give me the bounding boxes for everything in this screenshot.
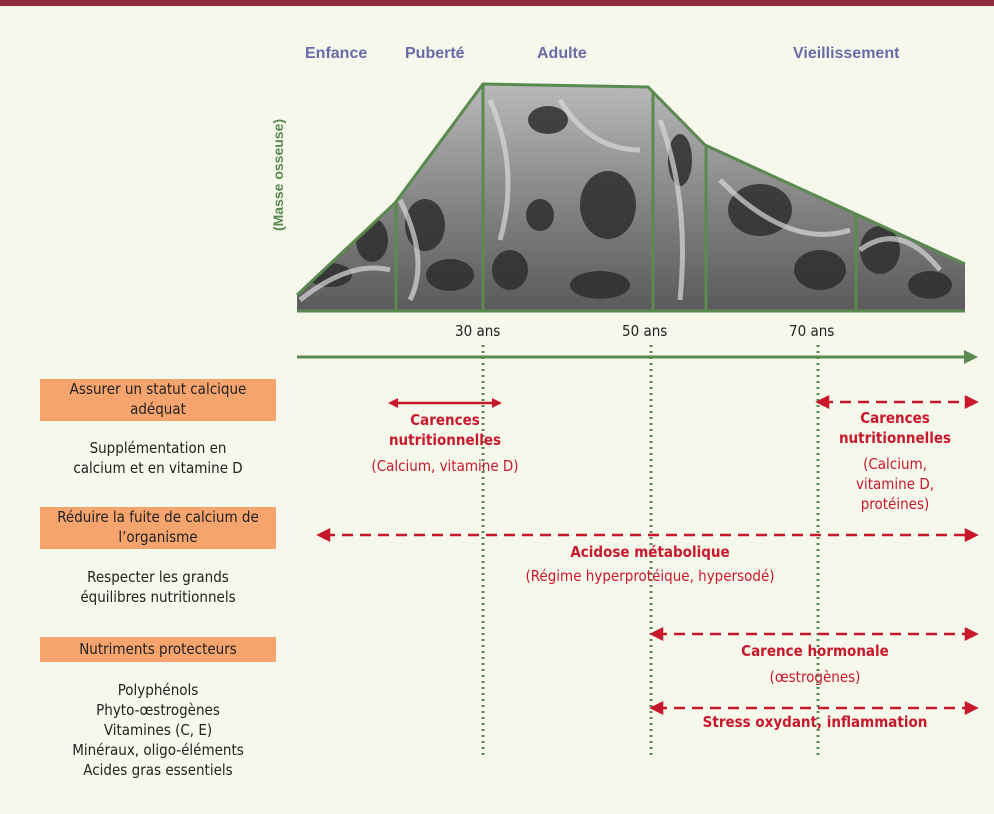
annotation-sub: (œstrogènes) xyxy=(769,668,861,686)
text-line: Polyphénols xyxy=(117,681,199,699)
carences2-arrow-right-icon xyxy=(964,394,979,410)
annotation-sub: (Calcium, xyxy=(863,455,927,473)
tick-70: 70 ans xyxy=(789,322,835,340)
tick-50: 50 ans xyxy=(622,322,668,340)
annotation-title: Stress oxydant, inflammation xyxy=(702,713,928,731)
annotation-title: nutritionnelles xyxy=(838,429,952,447)
text-supplementation: Supplémentation en calcium et en vitamin… xyxy=(40,438,276,478)
tick-30: 30 ans xyxy=(455,322,501,340)
text-nutriments-list: Polyphénols Phyto-œstrogènes Vitamines (… xyxy=(20,680,296,780)
text-line: Vitamines (C, E) xyxy=(103,721,213,739)
phase-adulte: Adulte xyxy=(537,45,587,62)
stress-arrow-right-icon xyxy=(964,700,979,716)
annotation-sub: (Régime hyperprotéique, hypersodé) xyxy=(525,567,775,585)
top-bar xyxy=(0,0,994,6)
annotation-title: Carences xyxy=(860,409,930,427)
phase-enfance: Enfance xyxy=(305,45,368,62)
age-guides xyxy=(481,345,820,756)
annotation-title: nutritionnelles xyxy=(388,431,502,449)
text-line: calcium et en vitamine D xyxy=(73,459,243,477)
annotation-stress: Stress oxydant, inflammation xyxy=(660,712,970,732)
annotation-title: Carence hormonale xyxy=(741,642,889,660)
carences2-arrow-left-icon xyxy=(815,394,830,410)
box-fuite-calcium: Réduire la fuite de calcium de l’organis… xyxy=(40,507,276,549)
text-line: Minéraux, oligo-éléments xyxy=(72,741,244,759)
text-line: Respecter les grands xyxy=(87,568,229,586)
text-line: Acides gras essentiels xyxy=(83,761,233,779)
annotation-carences-1: Carences nutritionnelles (Calcium, vitam… xyxy=(340,410,550,476)
annotation-sub: protéines) xyxy=(860,495,930,513)
carences1-arrow xyxy=(388,398,502,408)
annotation-acidose: Acidose métabolique (Régime hyperprotéiq… xyxy=(440,542,860,586)
annotation-sub: vitamine D, xyxy=(855,475,934,493)
text-line: équilibres nutritionnels xyxy=(80,588,236,606)
bone-mass-curve xyxy=(295,82,966,297)
acidose-arrow-left-icon xyxy=(316,527,331,543)
axis-arrowhead-icon xyxy=(964,350,978,364)
acidose-arrow-right-icon xyxy=(964,527,979,543)
annotation-title: Acidose métabolique xyxy=(570,543,730,561)
bone-mass-image xyxy=(297,84,965,311)
box-nutriments: Nutriments protecteurs xyxy=(40,637,276,662)
phase-puberte: Puberté xyxy=(405,45,465,62)
hormonale-arrow-right-icon xyxy=(964,626,979,642)
phase-vieillissement: Vieillissement xyxy=(793,45,900,62)
annotation-carences-2: Carences nutritionnelles (Calcium, vitam… xyxy=(820,408,970,514)
annotation-hormonale: Carence hormonale (œstrogènes) xyxy=(660,641,970,687)
age-axis xyxy=(297,350,978,364)
box-statut-calcique: Assurer un statut calcique adéquat xyxy=(40,379,276,421)
annotation-sub: (Calcium, vitamine D) xyxy=(371,457,519,475)
text-equilibres: Respecter les grands équilibres nutritio… xyxy=(40,567,276,607)
annotation-title: Carences xyxy=(410,411,480,429)
hormonale-arrow-left-icon xyxy=(649,626,664,642)
text-line: Phyto-œstrogènes xyxy=(96,701,220,719)
text-line: Supplémentation en xyxy=(89,439,227,457)
stress-arrow-left-icon xyxy=(649,700,664,716)
